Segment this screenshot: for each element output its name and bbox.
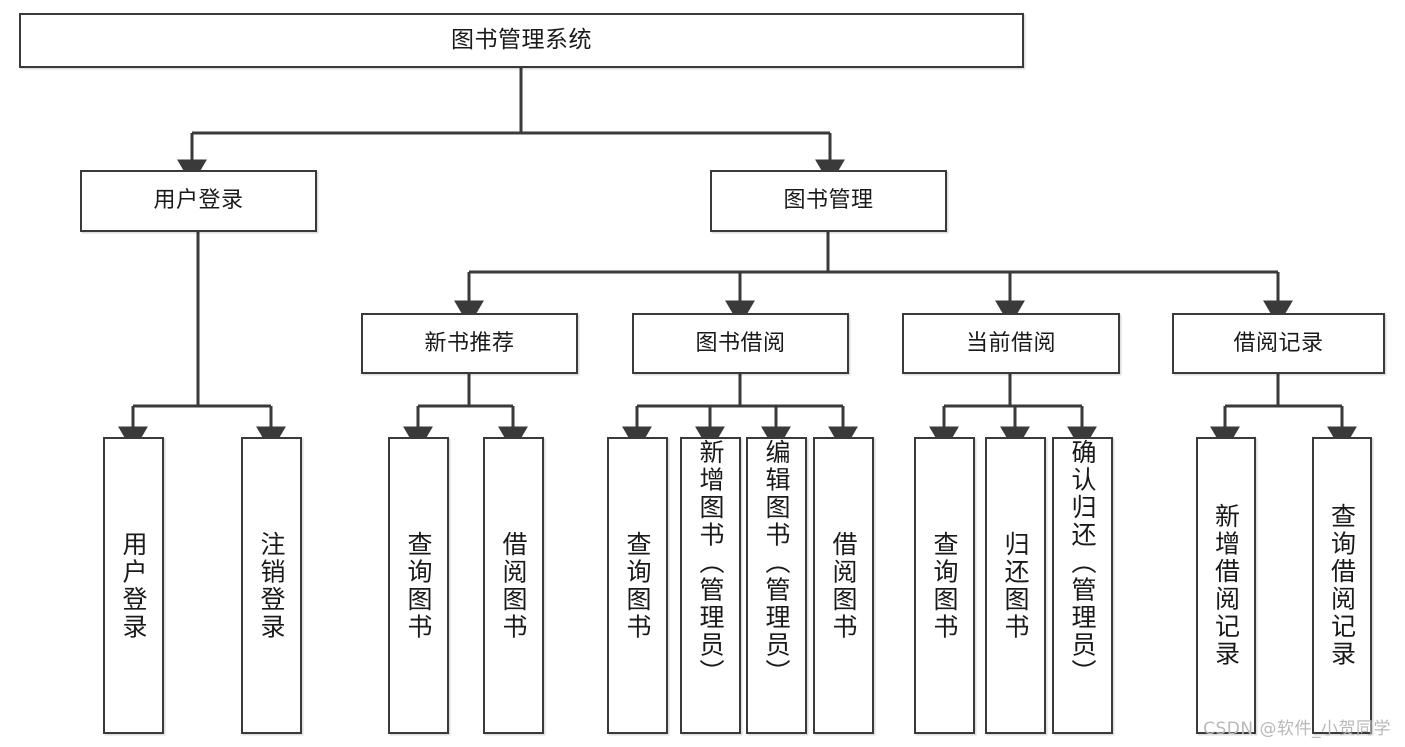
- node-label: 借阅记录: [1233, 330, 1324, 356]
- node-leaf-add-record[interactable]: 新增借阅记录: [1196, 437, 1256, 734]
- node-leaf-query-book-2[interactable]: 查询图书: [607, 437, 668, 734]
- node-label: 查询图书: [404, 530, 433, 641]
- node-leaf-confirm-return[interactable]: 确认归还（管理员）: [1052, 437, 1113, 734]
- csdn-watermark: CSDN @软件_小贺同学: [1203, 719, 1391, 739]
- node-leaf-borrow-book-2[interactable]: 借阅图书: [813, 437, 874, 734]
- node-label: 编辑图书（管理员）: [762, 439, 791, 687]
- node-root-book-management-system[interactable]: 图书管理系统: [19, 13, 1024, 68]
- node-label: 用户登录: [153, 188, 244, 214]
- node-label: 图书管理: [783, 188, 874, 214]
- node-label: 查询图书: [623, 530, 652, 641]
- node-label: 查询借阅记录: [1327, 503, 1357, 668]
- node-leaf-return-book[interactable]: 归还图书: [985, 437, 1046, 734]
- node-leaf-logout-login[interactable]: 注销登录: [241, 437, 302, 734]
- node-book-management[interactable]: 图书管理: [710, 170, 947, 232]
- node-label: 图书借阅: [695, 330, 786, 356]
- node-user-login[interactable]: 用户登录: [80, 170, 317, 232]
- node-leaf-edit-book[interactable]: 编辑图书（管理员）: [746, 437, 807, 734]
- node-leaf-add-book[interactable]: 新增图书（管理员）: [680, 437, 741, 734]
- node-leaf-query-book-1[interactable]: 查询图书: [388, 437, 449, 734]
- node-label: 注销登录: [257, 530, 286, 641]
- node-leaf-query-record[interactable]: 查询借阅记录: [1312, 437, 1372, 734]
- node-label: 确认归还（管理员）: [1068, 439, 1097, 687]
- node-label: 图书管理系统: [451, 26, 592, 53]
- node-label: 归还图书: [1001, 530, 1030, 641]
- node-label: 新增图书（管理员）: [696, 439, 725, 687]
- node-new-book-recommend[interactable]: 新书推荐: [361, 313, 578, 374]
- node-leaf-query-book-3[interactable]: 查询图书: [914, 437, 975, 734]
- node-leaf-user-login[interactable]: 用户登录: [103, 437, 164, 734]
- node-label: 当前借阅: [965, 330, 1056, 356]
- node-label: 借阅图书: [829, 530, 858, 641]
- node-label: 用户登录: [119, 530, 148, 641]
- node-leaf-borrow-book-1[interactable]: 借阅图书: [483, 437, 544, 734]
- node-book-borrow[interactable]: 图书借阅: [632, 313, 849, 374]
- node-label: 新增借阅记录: [1211, 503, 1241, 668]
- node-label: 查询图书: [930, 530, 959, 641]
- node-label: 新书推荐: [424, 330, 515, 356]
- node-label: 借阅图书: [499, 530, 528, 641]
- node-borrow-record[interactable]: 借阅记录: [1172, 313, 1385, 374]
- node-current-borrow[interactable]: 当前借阅: [902, 313, 1120, 374]
